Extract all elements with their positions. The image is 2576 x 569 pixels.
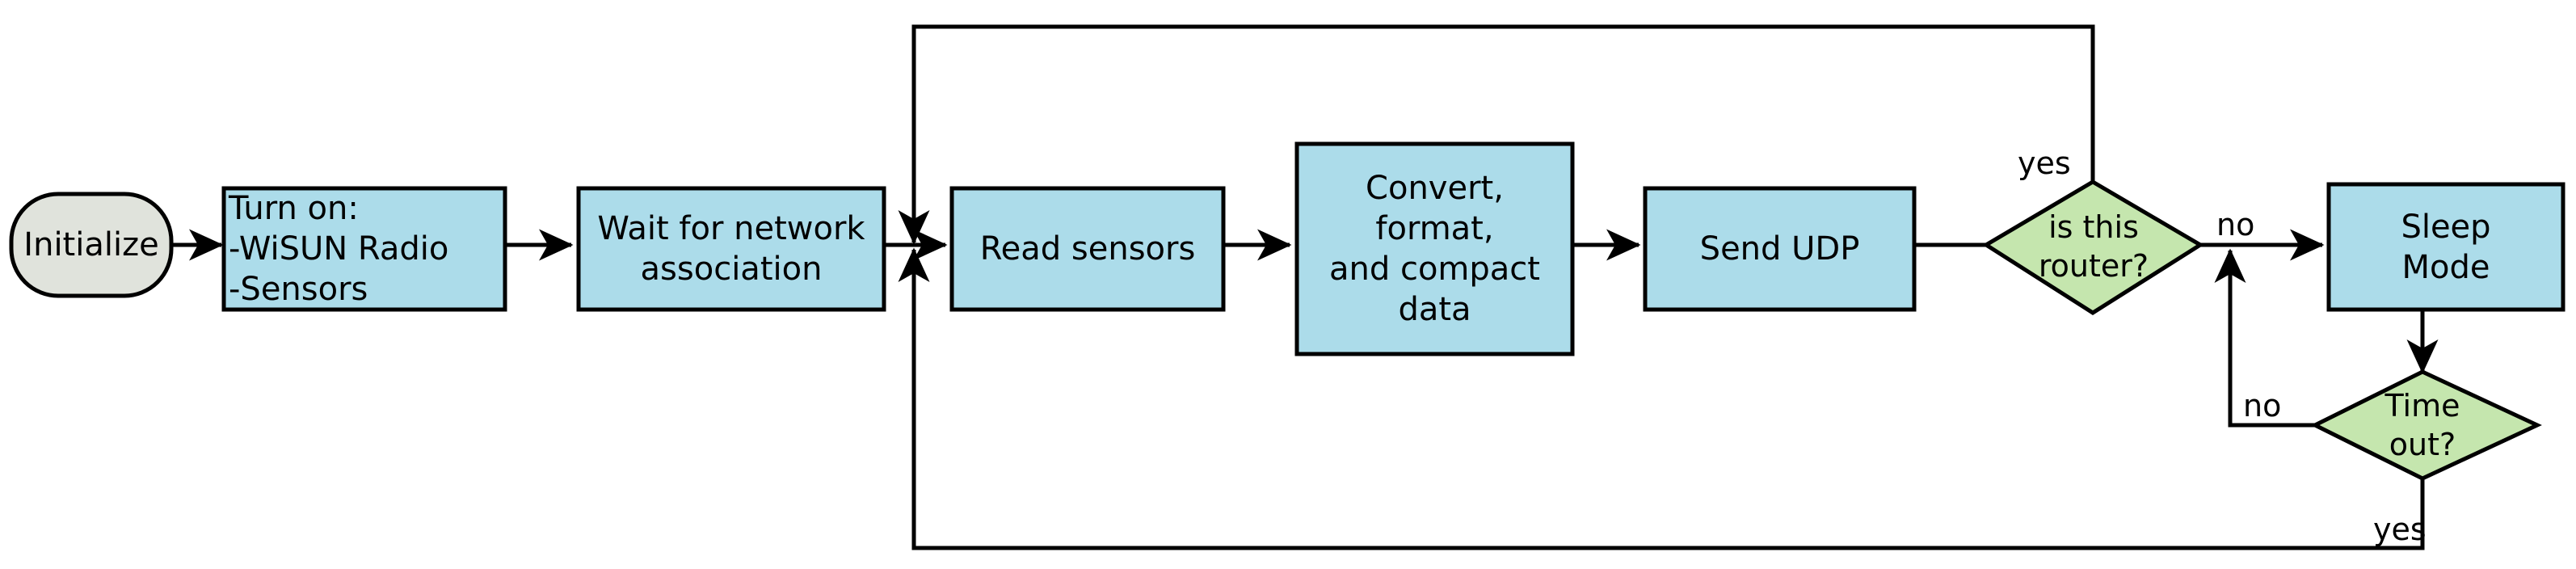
node-turn-on[interactable] — [221, 186, 507, 312]
node-is-this-router[interactable] — [1982, 179, 2204, 315]
node-read-sensors[interactable] — [949, 186, 1226, 312]
edge-timeout-no-loop — [2214, 248, 2315, 428]
node-wait-association[interactable] — [576, 186, 886, 312]
node-convert-format[interactable] — [1294, 141, 1575, 356]
node-sleep-mode[interactable] — [2326, 182, 2565, 312]
node-send-udp[interactable] — [1643, 186, 1917, 312]
edge-router-yes-loop — [898, 24, 2095, 245]
node-initialize[interactable] — [9, 192, 174, 298]
edge-timeout-yes-loop — [898, 247, 2425, 550]
node-time-out[interactable] — [2310, 369, 2542, 481]
